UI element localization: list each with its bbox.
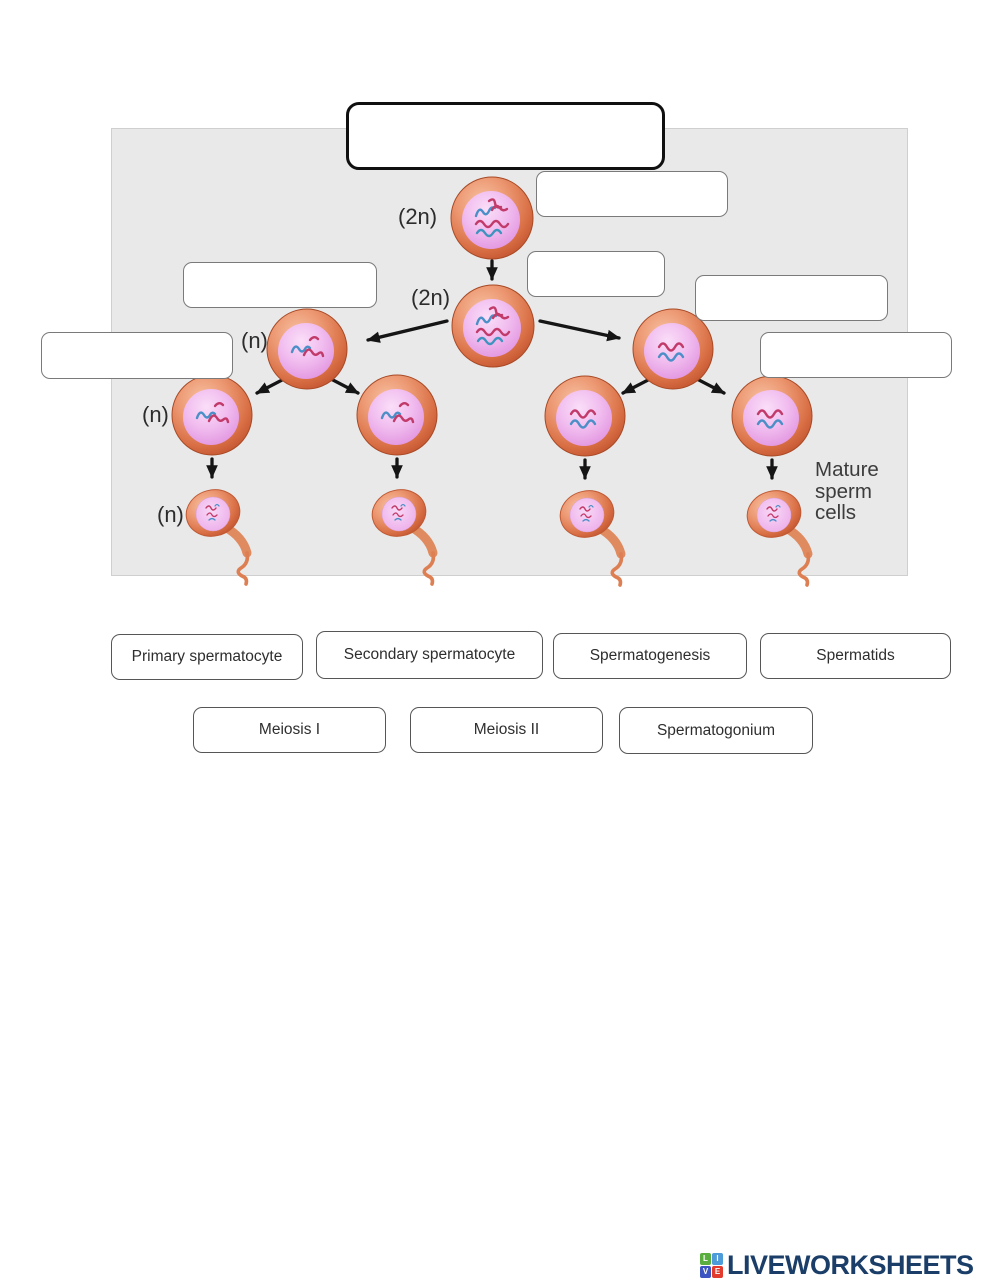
ploidy-label-2n-top: (2n) <box>398 204 438 229</box>
answer-box-center[interactable] <box>527 251 665 297</box>
logo-tile-l: L <box>700 1252 711 1265</box>
word-bank-meiosis-2[interactable]: Meiosis II <box>410 707 603 753</box>
logo-tile-v: V <box>700 1265 711 1278</box>
ploidy-label-n-secondary: (n) <box>241 328 268 353</box>
mature-sperm-cells-label: Mature sperm cells <box>815 459 879 524</box>
ploidy-label-2n-middle: (2n) <box>411 285 451 310</box>
liveworksheets-logo-text: LIVEWORKSHEETS <box>727 1250 974 1280</box>
word-bank-meiosis-1[interactable]: Meiosis I <box>193 707 386 753</box>
word-bank-spermatogonium[interactable]: Spermatogonium <box>619 707 813 754</box>
word-bank-primary-spermatocyte[interactable]: Primary spermatocyte <box>111 634 303 680</box>
logo-tile-e: E <box>712 1265 723 1278</box>
logo-tile-i: I <box>712 1252 723 1265</box>
mature-label-line3: cells <box>815 501 857 524</box>
mature-label-line1: Mature <box>815 458 879 481</box>
liveworksheets-logo-icon: L I V E <box>700 1252 724 1279</box>
ploidy-label-n-spermatid: (n) <box>142 402 169 427</box>
answer-box-far-right[interactable] <box>760 332 952 378</box>
answer-box-far-left[interactable] <box>41 332 233 379</box>
answer-box-title[interactable] <box>346 102 665 170</box>
answer-box-top-right[interactable] <box>536 171 728 217</box>
word-bank-spermatids[interactable]: Spermatids <box>760 633 951 679</box>
mature-label-line2: sperm <box>815 479 872 503</box>
liveworksheets-logo[interactable]: L I V E LIVEWORKSHEETS <box>700 1250 974 1281</box>
word-bank-spermatogenesis[interactable]: Spermatogenesis <box>553 633 747 679</box>
answer-box-mid-left[interactable] <box>183 262 377 308</box>
ploidy-label-n-sperm: (n) <box>157 502 184 527</box>
answer-box-mid-right[interactable] <box>695 275 888 321</box>
word-bank-secondary-spermatocyte[interactable]: Secondary spermatocyte <box>316 631 543 679</box>
